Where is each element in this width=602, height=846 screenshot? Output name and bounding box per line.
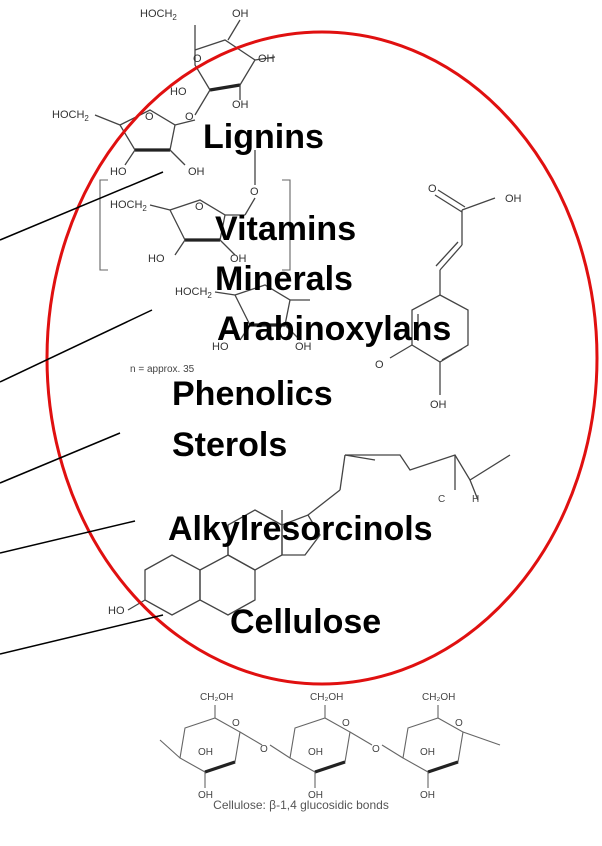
carbonyl-o: O bbox=[428, 183, 437, 195]
oh-terminal: OH bbox=[295, 341, 312, 353]
pointer-lines bbox=[0, 171, 164, 655]
pointer-line-4 bbox=[0, 520, 136, 554]
pointer-line-3 bbox=[0, 432, 121, 484]
hoch2-top: HOCH2 bbox=[140, 8, 177, 22]
label-vitamins: Vitamins bbox=[215, 210, 357, 248]
ring-o-2: O bbox=[342, 718, 350, 729]
ethyl-label: C bbox=[438, 494, 445, 505]
oh-right-top: OH bbox=[258, 53, 275, 65]
ring-oxygen-top: O bbox=[193, 53, 202, 65]
ring-oxygen-repeat: O bbox=[195, 201, 204, 213]
ring-o-1: O bbox=[232, 718, 240, 729]
pointer-line-1 bbox=[0, 171, 164, 241]
label-cellulose: Cellulose bbox=[230, 603, 382, 641]
ch2oh-2: CH₂OH bbox=[310, 692, 343, 703]
phenol-oh: OH bbox=[430, 399, 447, 411]
sterol-ho: HO bbox=[108, 605, 125, 617]
ho-fructose: HO bbox=[110, 166, 127, 178]
cellulose-caption: Cellulose: β-1,4 glucosidic bonds bbox=[213, 798, 389, 812]
methoxy-o: O bbox=[375, 359, 384, 371]
ho-repeat: HO bbox=[148, 253, 165, 265]
hoch2-terminal: HOCH2 bbox=[175, 286, 212, 300]
ho-terminal: HO bbox=[212, 341, 229, 353]
oh-ring-1: OH bbox=[198, 747, 213, 758]
carboxyl-oh: OH bbox=[505, 193, 522, 205]
ferulic-acid-structure: O OH OH O bbox=[375, 183, 522, 411]
oh-bottom-1: OH bbox=[198, 790, 213, 801]
link-o-2: O bbox=[372, 744, 380, 755]
ch2oh-3: CH₂OH bbox=[422, 692, 455, 703]
hoch2-fructose: HOCH2 bbox=[52, 109, 89, 123]
label-lignins: Lignins bbox=[203, 118, 324, 156]
methyl-label: H bbox=[472, 494, 479, 505]
oh-top: OH bbox=[232, 8, 249, 20]
label-minerals: Minerals bbox=[215, 260, 353, 298]
ch2oh-1: CH₂OH bbox=[200, 692, 233, 703]
fructan-structure: HOCH2 OH O OH HO OH O HOCH2 O HO OH O HO… bbox=[52, 8, 312, 375]
repeat-count-note: n = approx. 35 bbox=[130, 364, 195, 375]
oh-bottom-2: OH bbox=[308, 790, 323, 801]
oh-ring-2: OH bbox=[308, 747, 323, 758]
oh-repeat: OH bbox=[230, 253, 247, 265]
ho-left-top: HO bbox=[170, 86, 187, 98]
cellulose-structure: CH₂OH O OH OH O CH₂OH O OH OH O CH₂OH O … bbox=[159, 692, 501, 801]
sterol-structure: HO C H bbox=[108, 454, 511, 617]
label-phenolics: Phenolics bbox=[172, 375, 333, 413]
oh-bottom-3: OH bbox=[420, 790, 435, 801]
bran-components-circle bbox=[45, 30, 599, 686]
ring-o-3: O bbox=[455, 718, 463, 729]
oh-bottom-top: OH bbox=[232, 99, 249, 111]
label-arabinoxylans: Arabinoxylans bbox=[217, 310, 452, 348]
hoch2-repeat: HOCH2 bbox=[110, 199, 147, 213]
oh-ring-3: OH bbox=[420, 747, 435, 758]
label-sterols: Sterols bbox=[172, 426, 288, 464]
link-o-1: O bbox=[260, 744, 268, 755]
label-alkylresorcinols: Alkylresorcinols bbox=[168, 510, 433, 548]
glycosidic-o-2: O bbox=[250, 186, 259, 198]
pointer-line-2 bbox=[0, 309, 153, 383]
glycosidic-o-1: O bbox=[185, 111, 194, 123]
ring-oxygen-fructose: O bbox=[145, 111, 154, 123]
pointer-line-5 bbox=[0, 614, 164, 655]
oh-fructose: OH bbox=[188, 166, 205, 178]
